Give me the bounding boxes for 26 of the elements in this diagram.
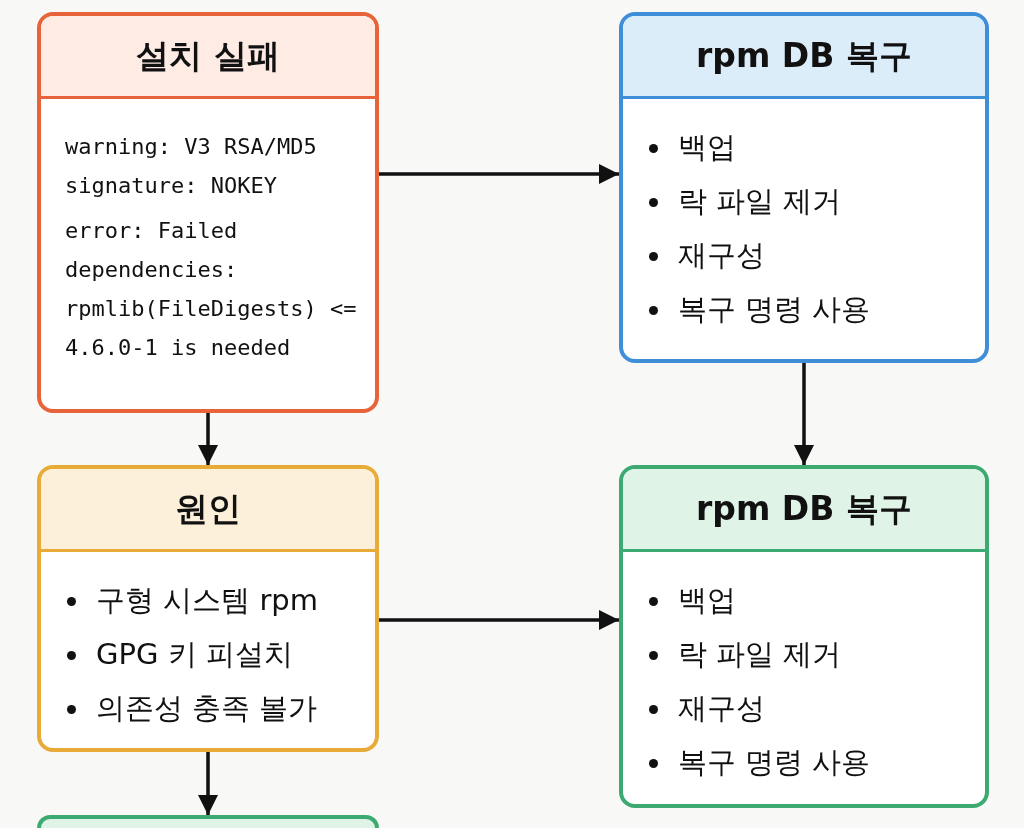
- card-title: 설치 실패: [136, 34, 280, 77]
- bullet-item: GPG 키 피설치: [96, 636, 293, 673]
- bullet-item: 복구 명령 사용: [678, 291, 871, 328]
- card-title: 원인: [175, 487, 241, 530]
- card-title: rpm DB 복구: [696, 34, 912, 77]
- process-box: [37, 815, 379, 828]
- process-card: [37, 465, 379, 752]
- bullet-item: 백업: [678, 129, 736, 166]
- arrow: [198, 413, 218, 465]
- bullet-item: 락 파일 제거: [678, 636, 842, 673]
- bullet-item: 구형 시스템 rpm: [96, 582, 319, 619]
- process-card: [619, 12, 989, 363]
- bullet-item: 재구성: [678, 690, 765, 727]
- arrow: [794, 363, 814, 465]
- error-message: error: Failed dependencies: rpmlib(FileDigests) <= 4.6.0-1 is needed: [64, 217, 358, 362]
- bullet-item: 의존성 충족 볼가: [96, 690, 318, 727]
- card-title: rpm DB 복구: [696, 487, 912, 530]
- process-card: [37, 12, 379, 413]
- bullet-item: 재구성: [678, 237, 765, 274]
- arrow: [198, 752, 218, 815]
- process-card: [619, 465, 989, 808]
- bullet-item: 백업: [678, 582, 736, 619]
- arrow: [379, 164, 619, 184]
- bullet-item: 복구 명령 사용: [678, 744, 871, 781]
- bullet-item: 락 파일 제거: [678, 183, 842, 220]
- arrow: [379, 610, 619, 630]
